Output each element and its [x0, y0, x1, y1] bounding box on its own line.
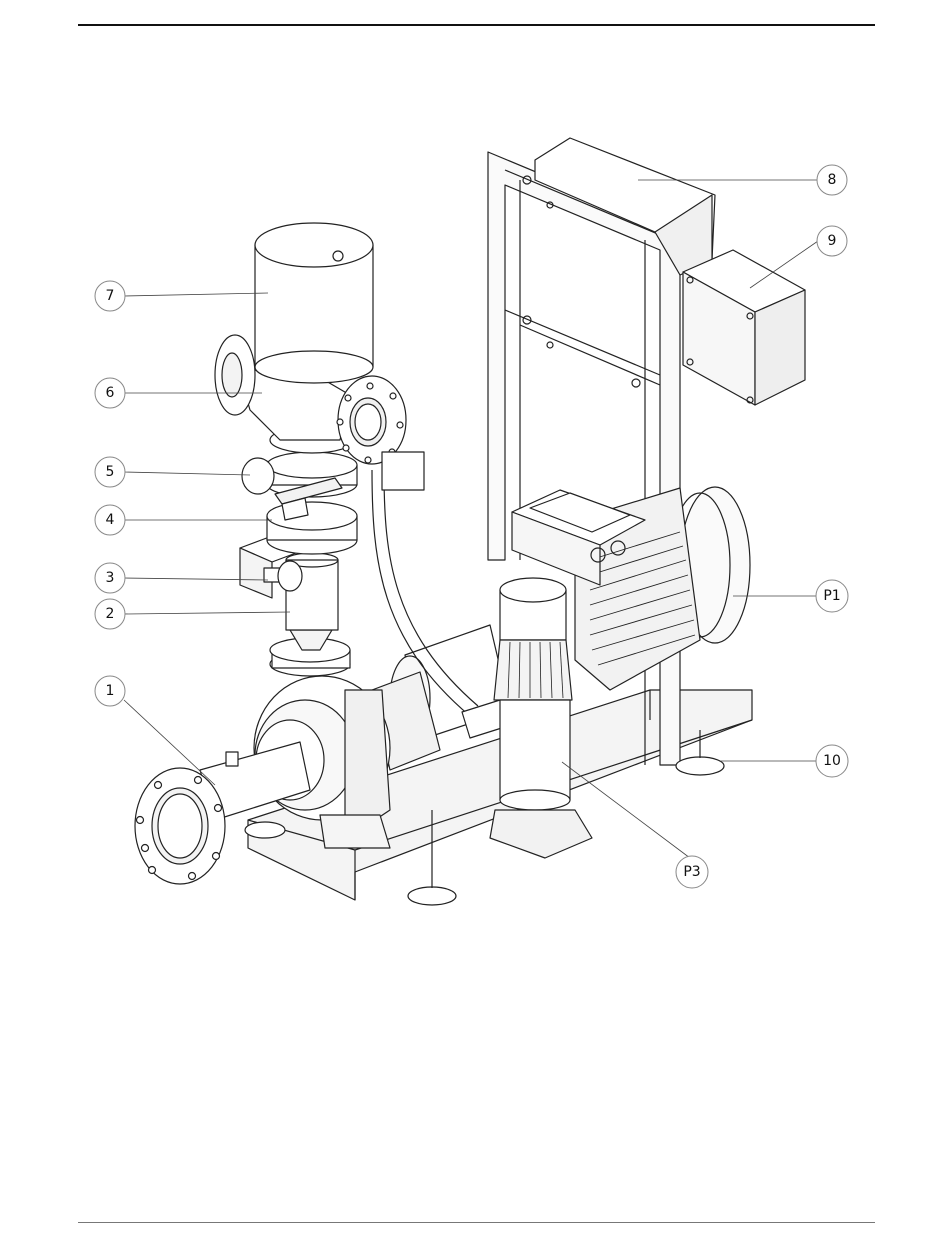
- callout-label-1: 1: [106, 683, 115, 699]
- callout-label-3: 3: [106, 570, 115, 586]
- callout-5: 5: [95, 457, 125, 487]
- callout-label-9: 9: [828, 233, 837, 249]
- callout-label-10: 10: [823, 753, 841, 769]
- footer-rule: [78, 1222, 875, 1223]
- callout-3: 3: [95, 563, 125, 593]
- callout-6: 6: [95, 378, 125, 408]
- callout-1: 1: [95, 676, 125, 706]
- callout-p3: P3: [676, 856, 708, 888]
- callout-label-6: 6: [106, 385, 115, 401]
- callout-8: 8: [817, 165, 847, 195]
- callout-p1: P1: [816, 580, 848, 612]
- callout-2: 2: [95, 599, 125, 629]
- callout-4: 4: [95, 505, 125, 535]
- callout-label-p1: P1: [823, 588, 840, 604]
- callout-label-8: 8: [828, 172, 837, 188]
- callout-label-5: 5: [106, 464, 115, 480]
- check-valve-flange: [267, 502, 357, 554]
- callout-label-7: 7: [106, 288, 115, 304]
- callout-9: 9: [817, 226, 847, 256]
- callout-label-2: 2: [106, 606, 115, 622]
- callout-label-p3: P3: [683, 864, 700, 880]
- callout-label-4: 4: [106, 512, 115, 528]
- callout-7: 7: [95, 281, 125, 311]
- terminal-box: [683, 250, 805, 405]
- valve-actuator: [255, 223, 373, 383]
- callout-10: 10: [816, 745, 848, 777]
- discharge-flange: [270, 630, 350, 676]
